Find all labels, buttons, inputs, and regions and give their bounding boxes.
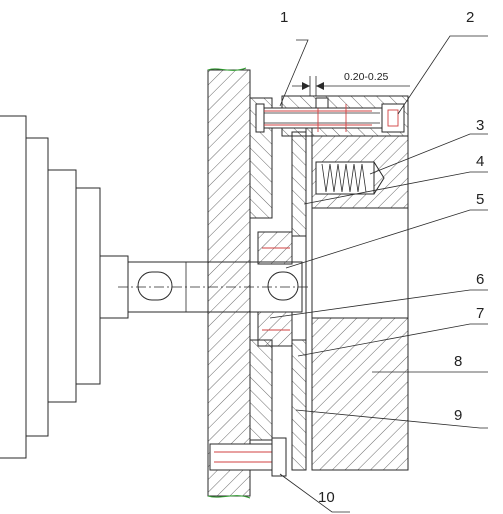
bolt bbox=[255, 97, 389, 133]
label-part-6: 6 bbox=[476, 271, 484, 288]
main-plate bbox=[207, 67, 251, 499]
part-labels: 1 2 3 4 5 6 7 8 9 10 bbox=[280, 9, 484, 506]
clearance-dimension: 0.20-0.25 bbox=[292, 71, 410, 96]
cover-plate bbox=[291, 108, 313, 471]
label-part-1: 1 bbox=[280, 9, 288, 26]
leader-lines bbox=[269, 35, 488, 513]
spring bbox=[315, 161, 385, 195]
screw-head bbox=[381, 103, 405, 133]
label-part-9: 9 bbox=[454, 407, 462, 424]
plate-inserts bbox=[249, 97, 293, 441]
bottom-bolt bbox=[209, 437, 287, 477]
motor-body bbox=[0, 115, 129, 459]
label-part-10: 10 bbox=[318, 489, 335, 506]
clearance-label: 0.20-0.25 bbox=[344, 71, 389, 83]
label-part-8: 8 bbox=[454, 353, 462, 370]
label-part-2: 2 bbox=[466, 9, 474, 26]
label-part-5: 5 bbox=[476, 191, 484, 208]
label-part-4: 4 bbox=[476, 153, 484, 170]
label-part-7: 7 bbox=[476, 305, 484, 322]
label-part-3: 3 bbox=[476, 117, 484, 134]
